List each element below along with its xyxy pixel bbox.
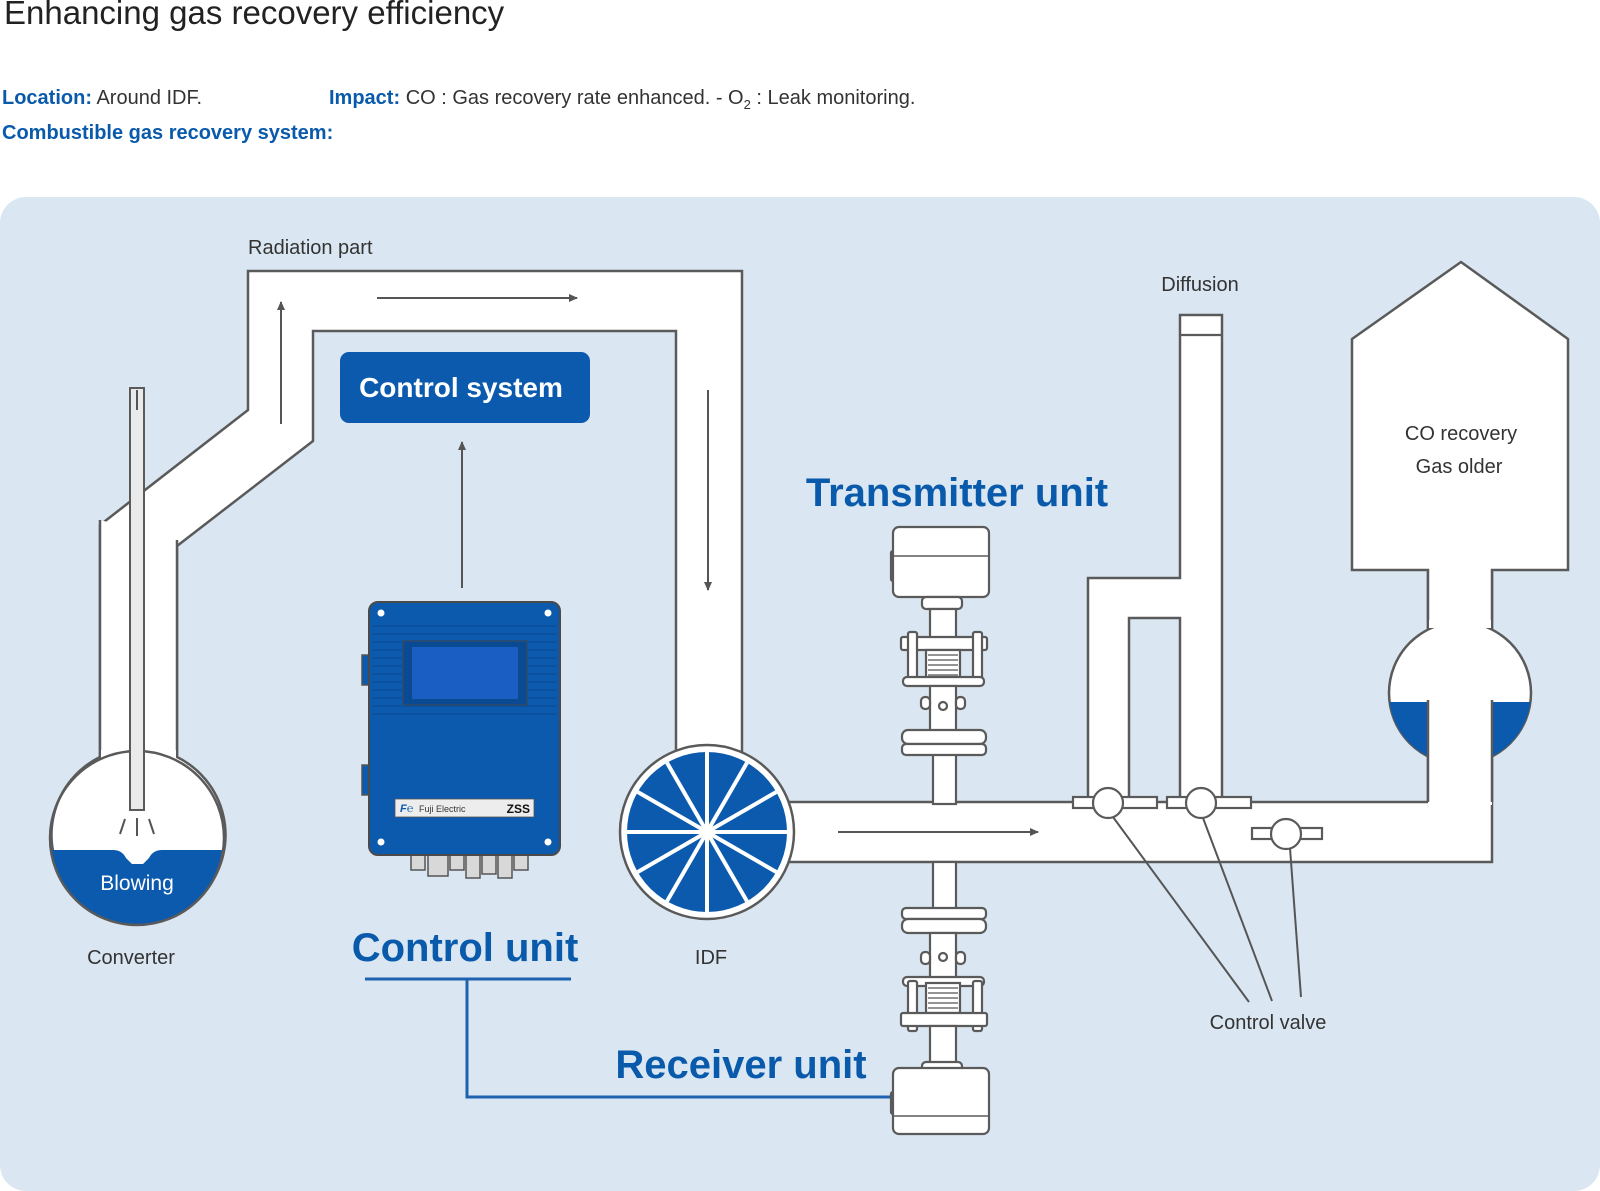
fan-spoke <box>665 831 709 903</box>
diffusion-stack <box>1086 313 1224 804</box>
location-label: Location: <box>2 87 92 109</box>
control-unit-device: F℮ Fuji Electric ZSS <box>361 601 561 879</box>
fan-spoke <box>636 830 708 874</box>
impact-value-co: CO : Gas recovery rate enhanced. - O <box>405 87 744 109</box>
control-system-box: Control system <box>340 352 590 423</box>
control-valve-label: Control valve <box>1210 1012 1327 1034</box>
fan-spoke <box>706 830 778 874</box>
gas-holder-label-2: Gas older <box>1416 456 1503 478</box>
fuji-logo-icon: F℮ <box>400 803 414 815</box>
gas-holder: CO recovery Gas older <box>1350 260 1570 805</box>
gas-holder-label-1: CO recovery <box>1405 423 1517 445</box>
location-value: Around IDF. <box>96 87 203 109</box>
system-label: Combustible gas recovery system: <box>2 122 334 144</box>
impact-line: Impact: CO : Gas recovery rate enhanced.… <box>329 87 915 112</box>
fan-spoke <box>665 761 709 833</box>
system-line: Combustible gas recovery system: <box>2 122 333 145</box>
idf-label: IDF <box>695 947 727 969</box>
impact-subscript: 2 <box>743 97 751 112</box>
impact-label: Impact: <box>329 87 401 109</box>
radiation-part-label: Radiation part <box>248 237 373 259</box>
diffusion-label: Diffusion <box>1161 274 1238 296</box>
receiver-unit-label: Receiver unit <box>615 1043 866 1087</box>
blowing-label: Blowing <box>100 872 174 895</box>
location-line: Location: Around IDF. <box>2 87 202 110</box>
idf-fan <box>618 743 796 921</box>
transmitter-unit <box>889 525 991 806</box>
fan-spoke <box>705 831 749 903</box>
device-model: ZSS <box>507 802 530 816</box>
control-unit-label: Control unit <box>352 926 579 970</box>
fan-spoke <box>706 790 778 834</box>
impact-value-o2: : Leak monitoring. <box>750 87 916 109</box>
fan-spoke <box>636 790 708 834</box>
signal-cable <box>465 979 896 1099</box>
transmitter-unit-label: Transmitter unit <box>806 471 1108 515</box>
receiver-unit <box>889 860 991 1136</box>
control-valve-1 <box>1071 786 1159 820</box>
control-valve-2 <box>1165 786 1253 820</box>
control-valve-3 <box>1250 817 1324 851</box>
lance <box>129 387 145 811</box>
page-title: Enhancing gas recovery efficiency <box>4 0 505 31</box>
device-brand: Fuji Electric <box>419 804 466 814</box>
fan-spoke <box>705 761 749 833</box>
control-system-label: Control system <box>359 372 563 403</box>
converter-label: Converter <box>87 947 175 969</box>
